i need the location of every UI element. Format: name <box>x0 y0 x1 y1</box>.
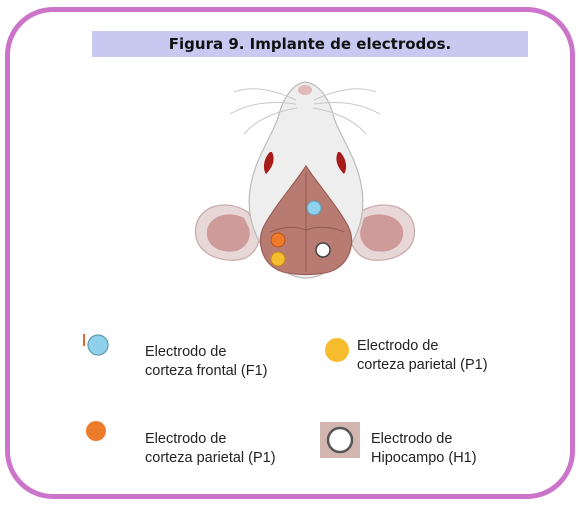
frontal-marker-tick <box>83 334 85 346</box>
legend-parietal-orange-label: Electrodo de corteza parietal (P1) <box>145 430 276 468</box>
nose <box>298 85 312 95</box>
legend-hippocampus-label: Electrodo de Hipocampo (H1) <box>371 430 477 468</box>
electrode-frontal-f1 <box>307 201 321 215</box>
hippocampus-marker <box>328 428 352 452</box>
electrode-parietal-orange <box>271 233 285 247</box>
parietal-orange-marker <box>86 421 106 441</box>
legend-parietal-yellow-label: Electrodo de corteza parietal (P1) <box>357 337 488 375</box>
legend-frontal-label: Electrodo de corteza frontal (F1) <box>145 343 268 381</box>
parietal-yellow-marker <box>325 338 349 362</box>
frontal-marker <box>88 335 108 355</box>
electrode-parietal-yellow <box>271 252 285 266</box>
electrode-hippocampus-h1 <box>316 243 330 257</box>
